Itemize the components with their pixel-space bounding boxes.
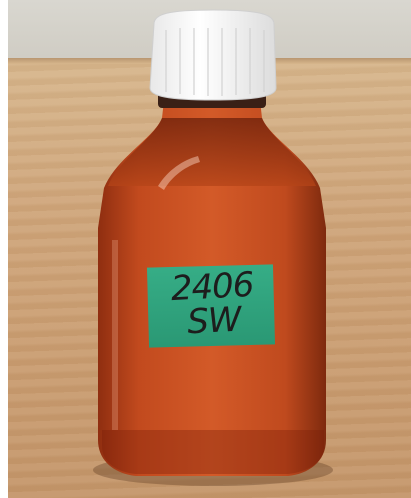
green-label xyxy=(146,264,276,348)
bottle-shoulder xyxy=(108,118,316,186)
label-handwriting: 2406 SW xyxy=(154,265,271,342)
cap-ridges xyxy=(165,28,265,96)
amber-bottle xyxy=(93,9,333,486)
glass-highlight xyxy=(112,240,118,430)
glass-highlight-shoulder xyxy=(158,156,200,190)
liquid-bottom xyxy=(102,430,324,474)
photo: 2406 SW xyxy=(8,0,411,498)
bottle-cap xyxy=(149,9,277,101)
